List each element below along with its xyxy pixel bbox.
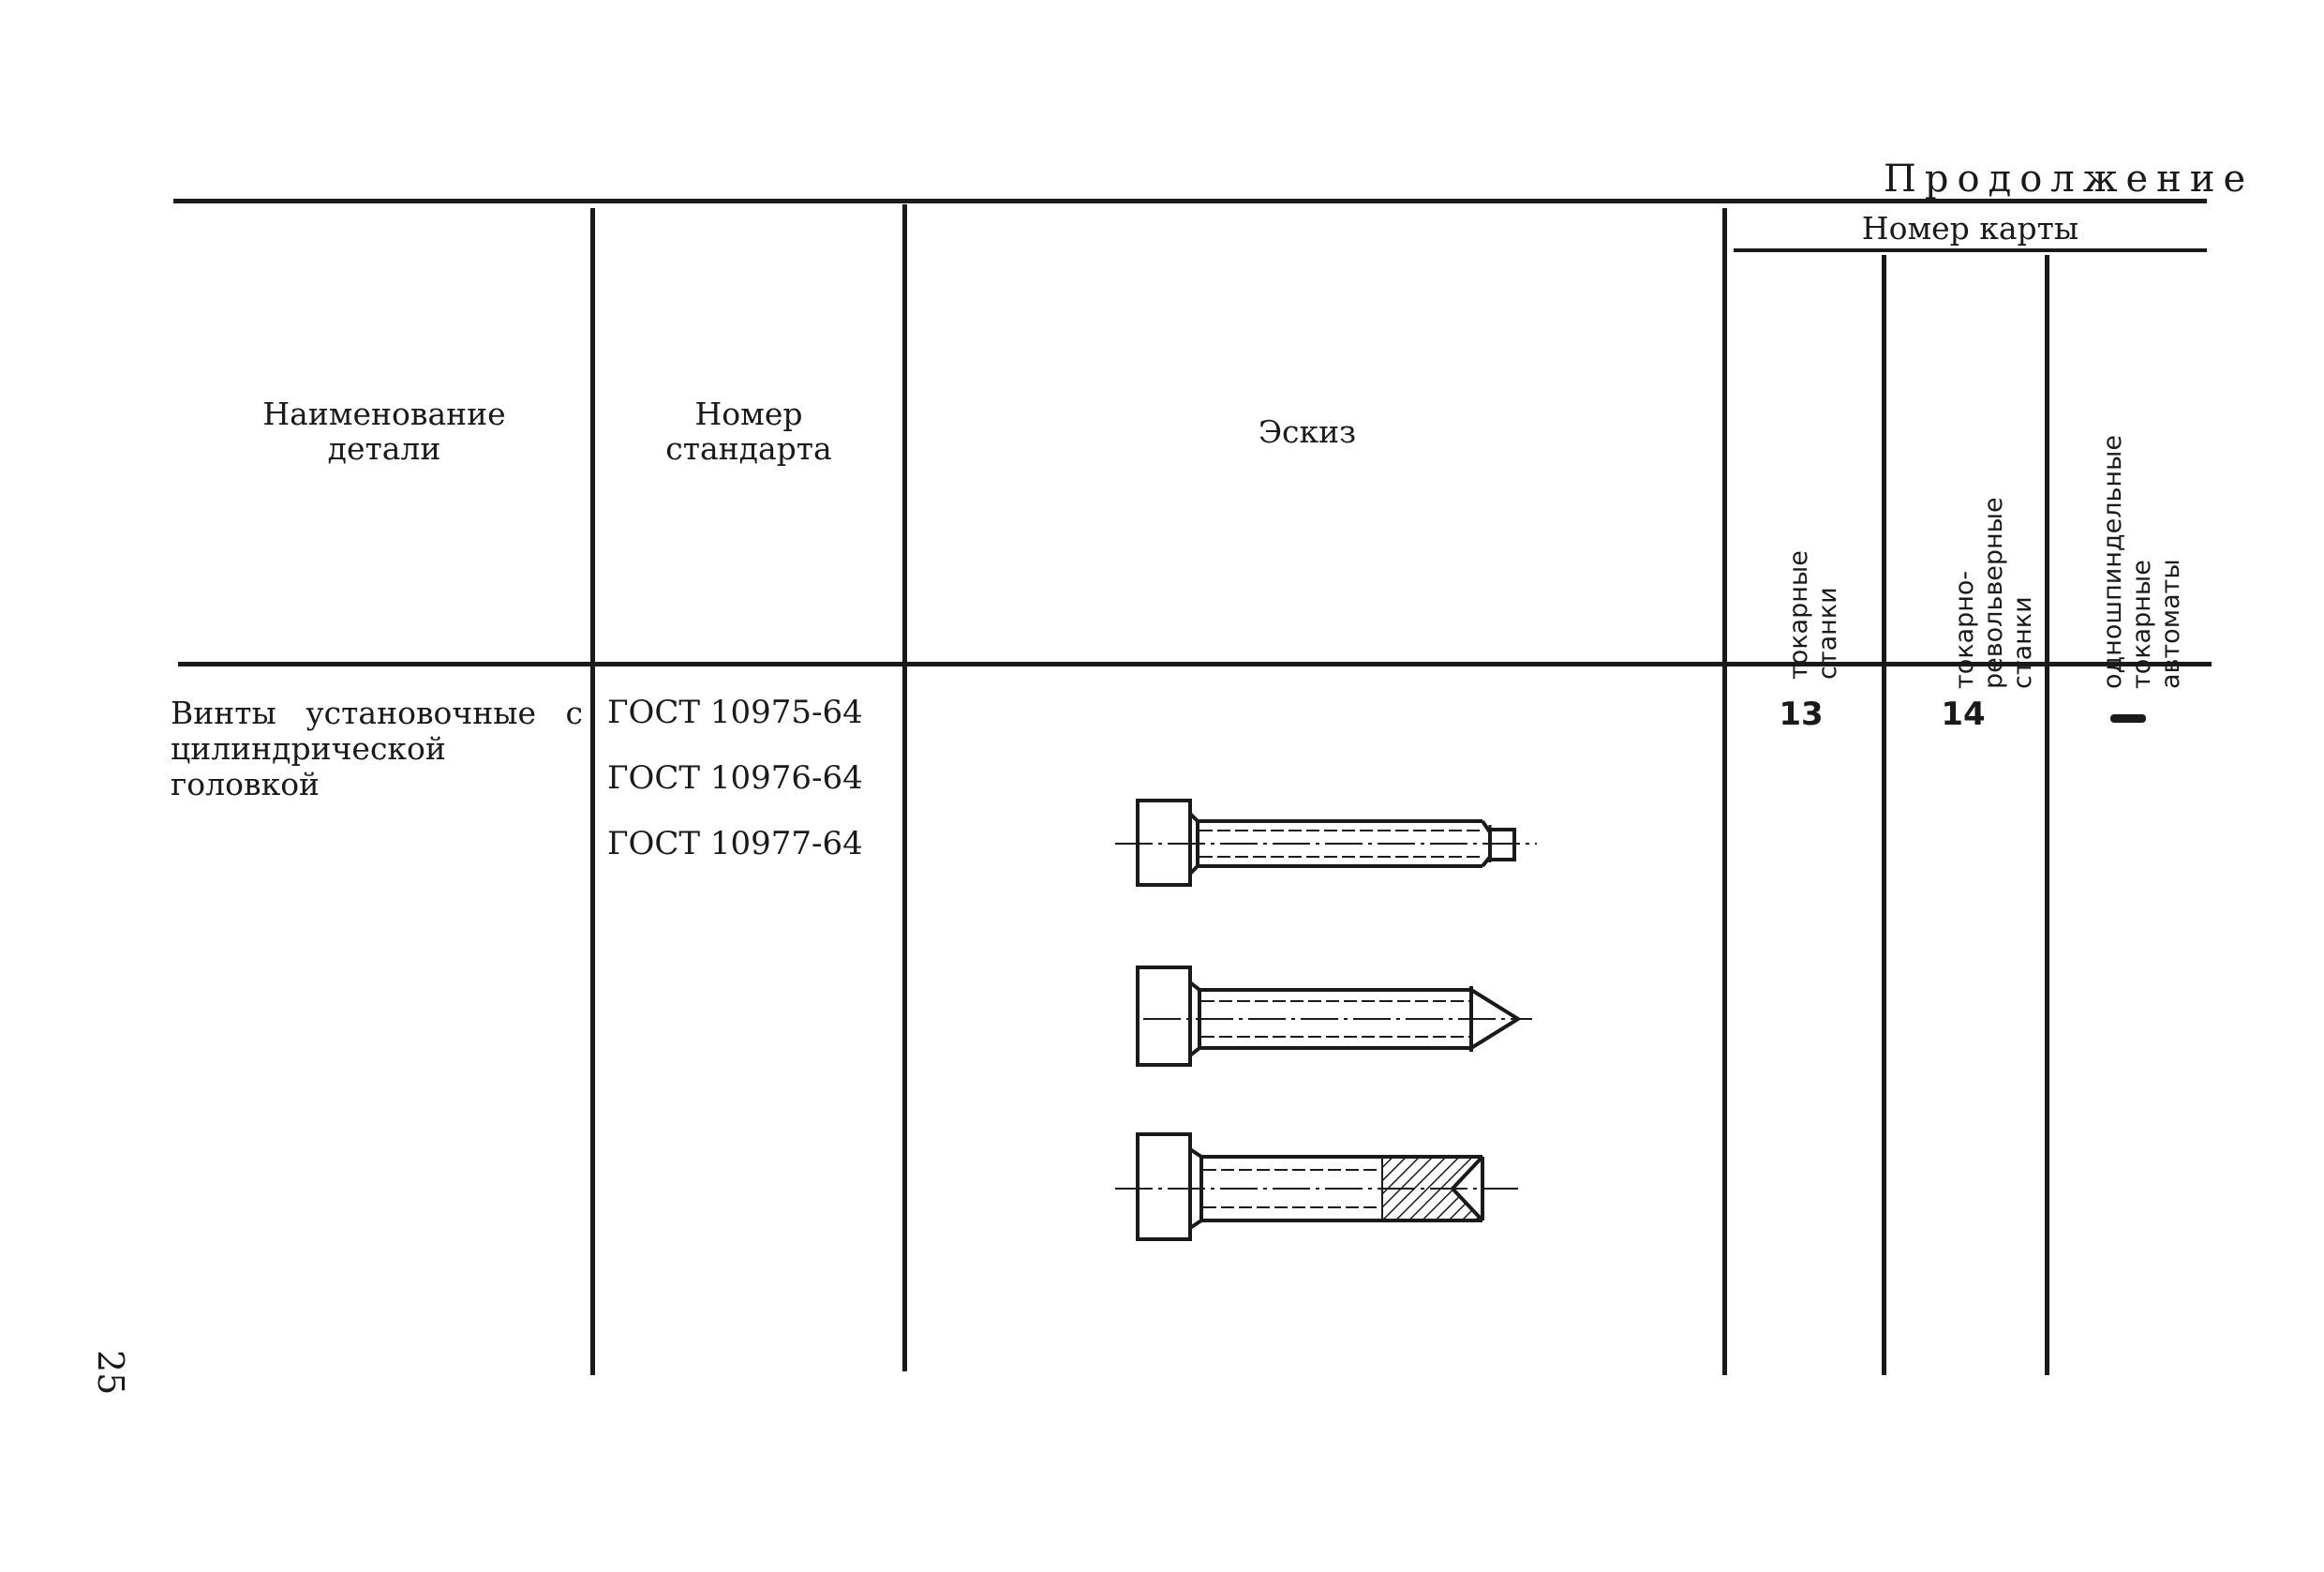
header-turret-line1: токарно-	[1949, 570, 1979, 689]
standard-number-2: ГОСТ 10976-64	[607, 759, 863, 797]
continuation-label: Продолжение	[1884, 157, 2255, 201]
header-lathes: токарные станки	[1776, 492, 1851, 680]
page-number: 25	[90, 1350, 131, 1396]
card-number-lathe: 13	[1779, 696, 1824, 733]
standard-number-1: ГОСТ 10975-64	[607, 694, 863, 731]
column-divider-2	[902, 204, 907, 1371]
header-turret-line2: револьверные	[1978, 497, 2008, 689]
header-lathes-line2: станки	[1813, 587, 1842, 680]
screw-sketches	[1115, 799, 1537, 1241]
header-automats-line3: автоматы	[2155, 559, 2185, 689]
screw-sketch-dog-point	[1115, 799, 1537, 887]
column-divider-5	[2045, 255, 2049, 1375]
header-standard-number: Номер стандарта	[600, 397, 898, 466]
screw-sketch-cone-point	[1136, 966, 1532, 1067]
card-number-rule	[1734, 248, 2207, 252]
header-bottom-rule	[178, 662, 2212, 666]
header-automats-line2: токарные	[2126, 560, 2156, 689]
header-sketch: Эскиз	[1258, 413, 1357, 450]
standard-number-3: ГОСТ 10977-64	[607, 825, 863, 862]
header-single-spindle-automats: одношпиндельные токарные автоматы	[2094, 380, 2188, 689]
header-turret-line3: станки	[2007, 596, 2037, 689]
header-standard-line2: стандарта	[665, 430, 832, 467]
part-name-cell: Винты установочные с цилиндрической голо…	[171, 695, 583, 802]
card-number-automat-dash	[2110, 714, 2146, 723]
header-part-name-line1: Наименование	[262, 396, 506, 432]
screw-sketch-cup-point	[1115, 1132, 1518, 1241]
card-number-turret: 14	[1941, 696, 1986, 733]
column-divider-1	[590, 208, 595, 1375]
header-part-name-line2: детали	[327, 430, 441, 467]
table-top-rule	[173, 199, 2207, 203]
header-lathes-line1: токарные	[1784, 550, 1813, 680]
header-part-name: Наименование детали	[187, 397, 581, 466]
column-divider-4	[1882, 255, 1886, 1375]
header-turret-lathes: токарно- револьверные станки	[1946, 455, 2040, 689]
header-automats-line1: одношпиндельные	[2097, 435, 2127, 689]
header-card-number: Номер карты	[1861, 210, 2079, 247]
column-divider-3	[1722, 208, 1727, 1375]
header-standard-line1: Номер	[694, 396, 803, 432]
